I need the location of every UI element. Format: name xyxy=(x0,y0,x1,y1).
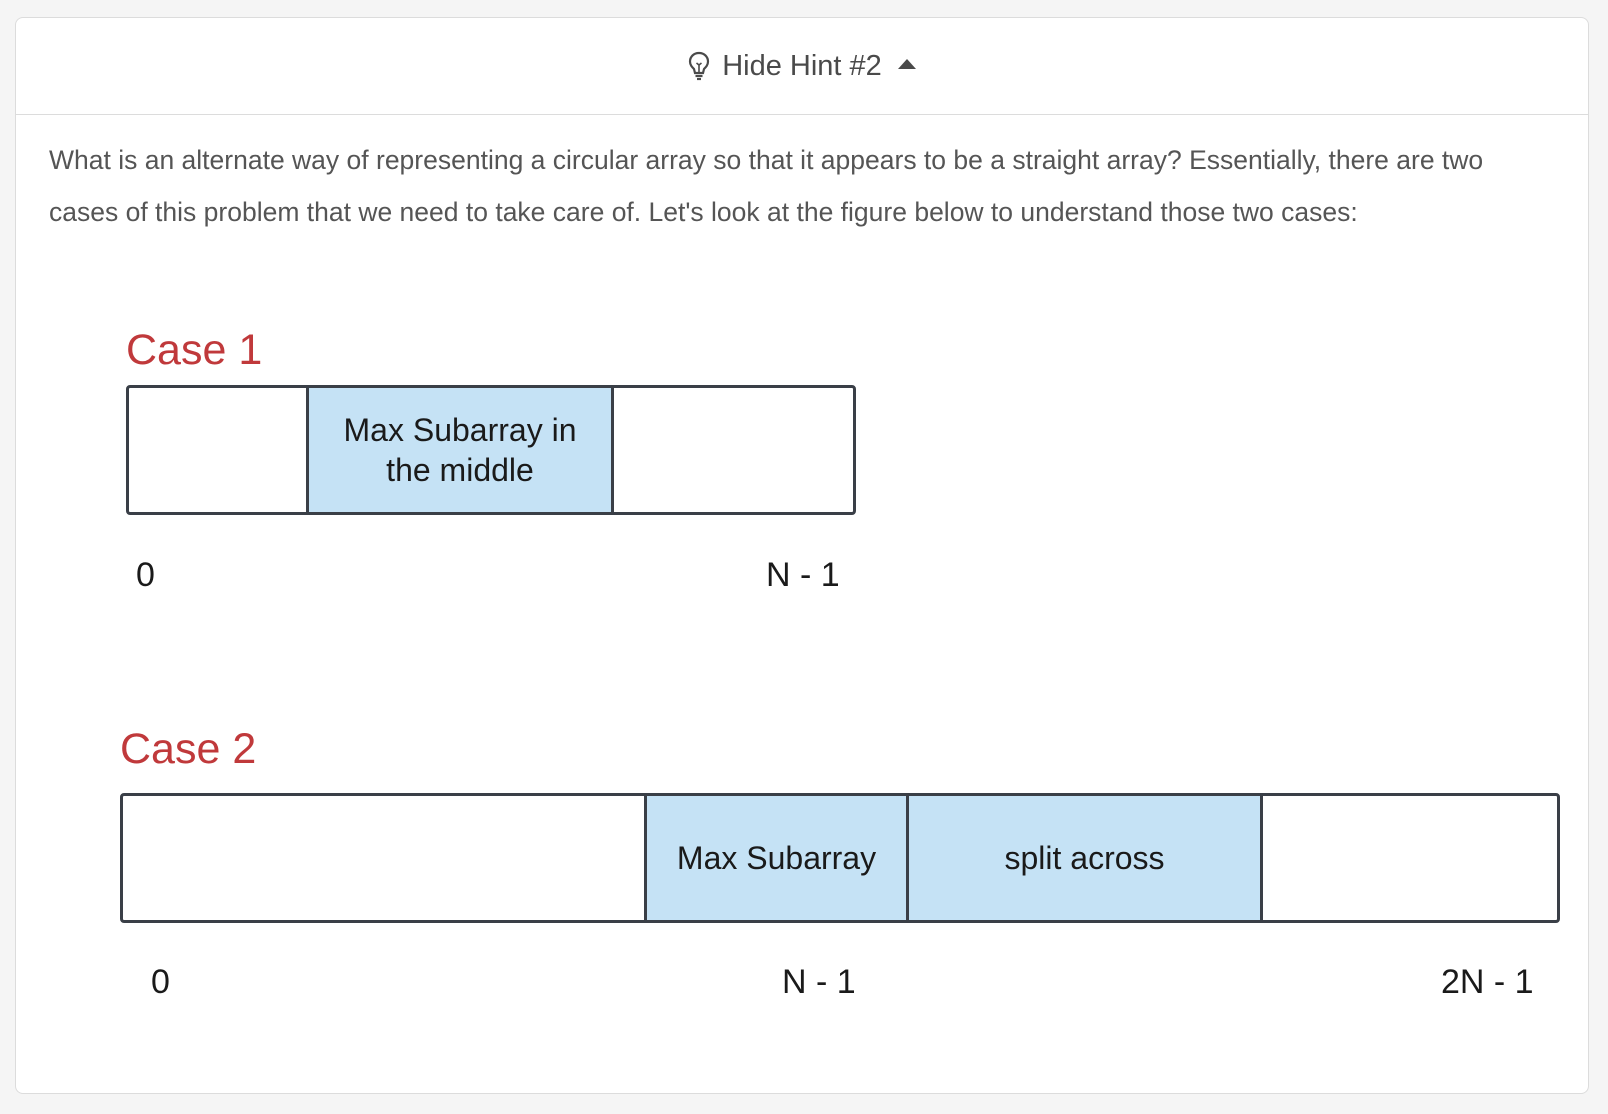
case2-index-mid: N - 1 xyxy=(782,963,856,1001)
hint-text: What is an alternate way of representing… xyxy=(49,145,1484,227)
case2-index-end: 2N - 1 xyxy=(1441,963,1534,1001)
hide-hint-toggle[interactable]: Hide Hint #2 xyxy=(16,18,1588,115)
case1-index-end: N - 1 xyxy=(766,556,840,594)
case2-array: Max Subarray split across xyxy=(120,793,1560,923)
case2-title: Case 2 xyxy=(120,725,257,773)
lightbulb-icon xyxy=(689,51,710,81)
case2-max-subarray-label: Max Subarray xyxy=(676,840,877,876)
case2-max-subarray-right-cell: split across xyxy=(906,793,1263,923)
case2-split-across-label: split across xyxy=(1004,840,1165,876)
case1-array: Max Subarray in the middle xyxy=(126,385,856,515)
caret-up-icon xyxy=(897,59,916,69)
case1-max-subarray-cell: Max Subarray in the middle xyxy=(306,385,614,515)
case1-index-start: 0 xyxy=(136,556,155,594)
hint-card: Hide Hint #2 What is an alternate way of… xyxy=(15,17,1589,1094)
case1-title: Case 1 xyxy=(126,326,263,374)
hint-body: What is an alternate way of representing… xyxy=(16,115,1588,238)
case2-max-subarray-left-cell: Max Subarray xyxy=(644,793,909,923)
hint-figure: Case 1 Max Subarray in the middle 0 N - … xyxy=(16,18,1590,1095)
case1-max-subarray-label: Max Subarray in the middle xyxy=(343,412,577,488)
case2-index-start: 0 xyxy=(151,963,170,1001)
hide-hint-label: Hide Hint #2 xyxy=(722,49,882,82)
